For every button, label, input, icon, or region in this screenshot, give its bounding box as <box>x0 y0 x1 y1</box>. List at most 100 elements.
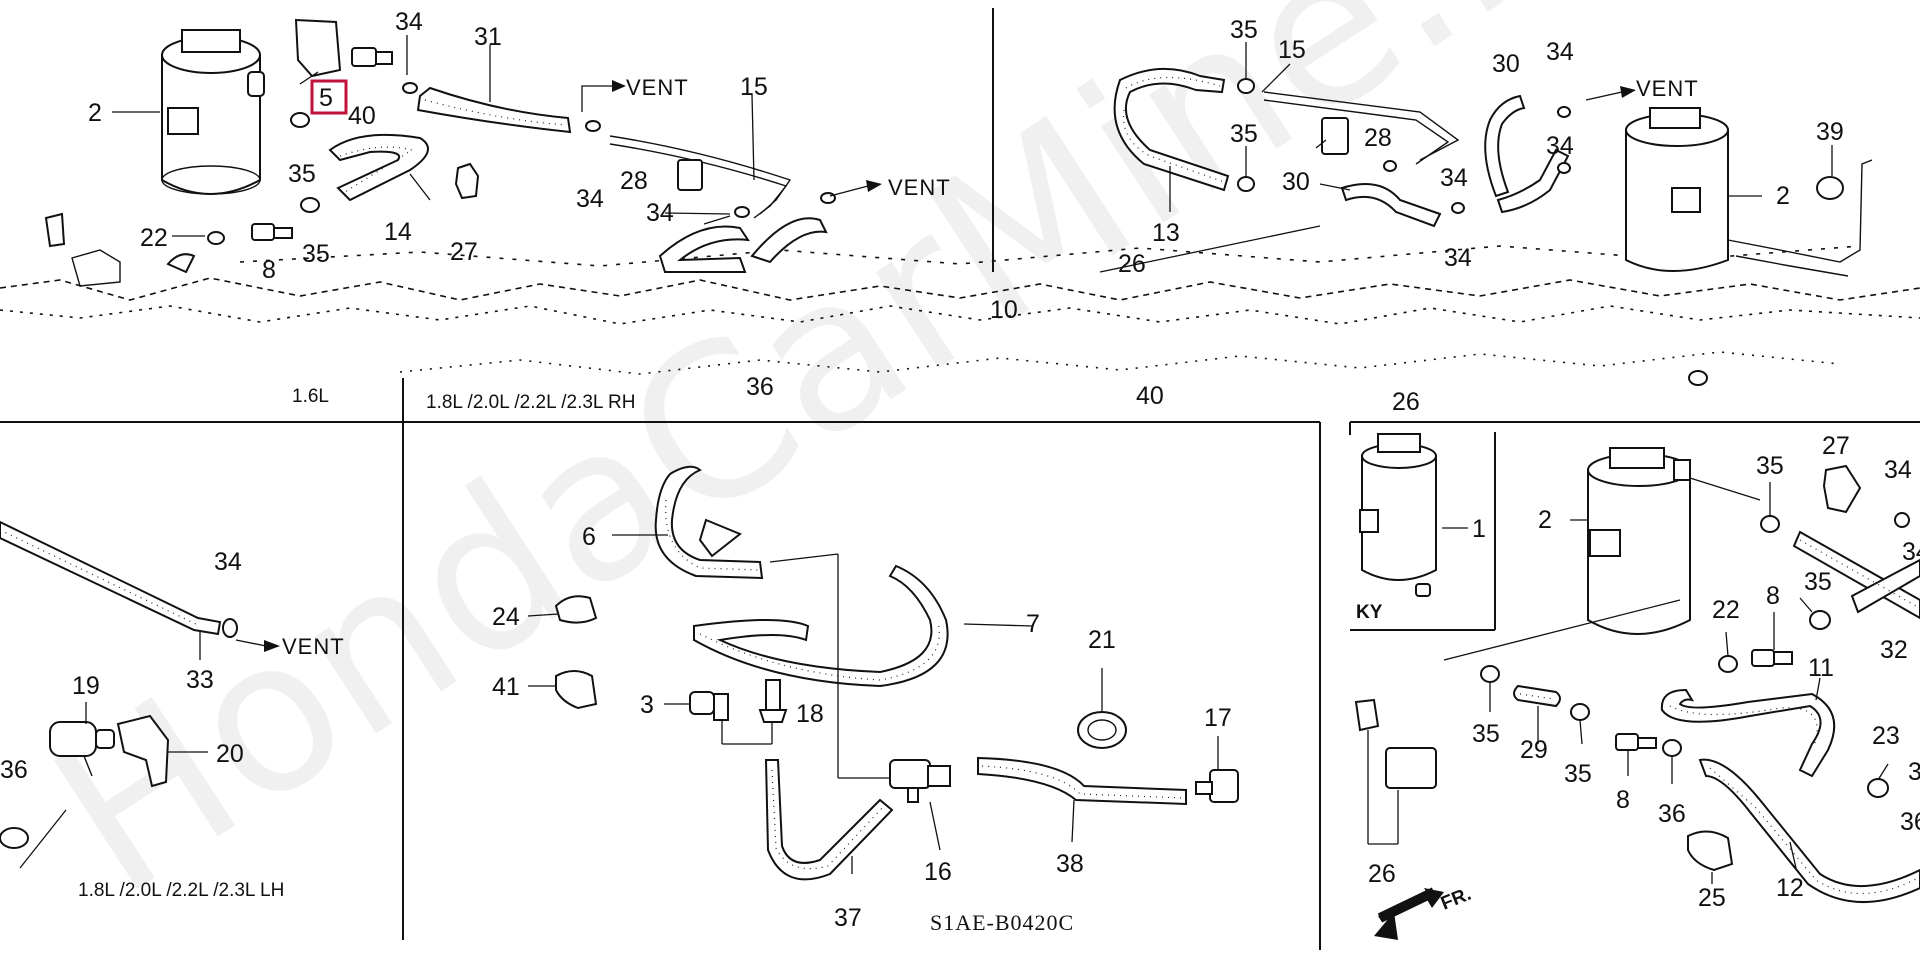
callout-35[interactable]: 35 <box>1230 16 1258 44</box>
fitting-3 <box>689 691 729 721</box>
callout-35[interactable]: 35 <box>302 240 330 268</box>
callout-32[interactable]: 32 <box>1908 758 1920 786</box>
callout-34[interactable]: 34 <box>1440 164 1468 192</box>
vent-arrow-2 <box>829 180 882 197</box>
callout-35[interactable]: 35 <box>288 160 316 188</box>
callout-34[interactable]: 34 <box>395 8 423 36</box>
callout-25[interactable]: 25 <box>1698 884 1726 912</box>
canister-1 <box>1359 433 1437 597</box>
callout-40[interactable]: 40 <box>1136 382 1164 410</box>
fitting-17 <box>1195 769 1239 803</box>
callout-34[interactable]: 34 <box>646 199 674 227</box>
canister-2-ky <box>1587 447 1691 635</box>
callout-30[interactable]: 30 <box>1282 168 1310 196</box>
leaders-center <box>527 534 1219 874</box>
callout-37[interactable]: 37 <box>834 904 862 932</box>
callout-10[interactable]: 10 <box>990 296 1018 324</box>
clamp-25 <box>1687 830 1734 872</box>
callout-34[interactable]: 34 <box>576 185 604 213</box>
filter-left <box>44 212 66 248</box>
callout-22[interactable]: 22 <box>140 224 168 252</box>
section-1-6l: 5 VENT VENT 2 34 31 15 40 35 14 27 28 34… <box>44 8 950 413</box>
callout-36[interactable]: 36 <box>1658 800 1686 828</box>
section-top-right: VENT 35 15 35 28 30 34 34 13 30 34 34 39… <box>990 16 1873 416</box>
bolt-40 <box>351 47 393 67</box>
callout-31[interactable]: 31 <box>474 23 502 51</box>
callout-35[interactable]: 35 <box>1564 760 1592 788</box>
clamps-top-right <box>1237 78 1708 386</box>
callout-11[interactable]: 11 <box>1808 654 1834 682</box>
tube-15 <box>609 135 792 215</box>
callout-34[interactable]: 34 <box>1444 244 1472 272</box>
callout-21[interactable]: 21 <box>1088 626 1116 654</box>
callout-36[interactable]: 36 <box>0 756 28 784</box>
hose-38 <box>977 756 1187 806</box>
callout-27[interactable]: 27 <box>1822 432 1850 460</box>
connector-28b <box>1321 117 1349 155</box>
callout-22[interactable]: 22 <box>1712 596 1740 624</box>
callout-35[interactable]: 35 <box>1230 120 1258 148</box>
callout-27[interactable]: 27 <box>450 238 478 266</box>
callout-7[interactable]: 7 <box>1026 610 1040 638</box>
callout-26[interactable]: 26 <box>1118 250 1146 278</box>
callout-15[interactable]: 15 <box>740 73 768 101</box>
callout-34[interactable]: 34 <box>214 548 242 576</box>
callout-3[interactable]: 3 <box>640 691 654 719</box>
callout-17[interactable]: 17 <box>1204 704 1232 732</box>
hose-29 <box>1513 684 1561 708</box>
hose-6 <box>654 465 764 580</box>
callout-2[interactable]: 2 <box>88 99 102 127</box>
callout-18[interactable]: 18 <box>796 700 824 728</box>
callout-36[interactable]: 36 <box>746 373 774 401</box>
callout-40[interactable]: 40 <box>348 102 376 130</box>
hose-group-10 <box>658 225 751 273</box>
callout-29[interactable]: 29 <box>1520 736 1548 764</box>
callout-32[interactable]: 32 <box>1880 636 1908 664</box>
callout-6[interactable]: 6 <box>582 523 596 551</box>
callout-14[interactable]: 14 <box>384 218 412 246</box>
callout-1[interactable]: 1 <box>1472 515 1486 543</box>
callout-28[interactable]: 28 <box>620 167 648 195</box>
callout-38[interactable]: 38 <box>1056 850 1084 878</box>
callout-35[interactable]: 35 <box>1804 568 1832 596</box>
callout-41[interactable]: 41 <box>492 673 520 701</box>
callout-28[interactable]: 28 <box>1364 124 1392 152</box>
callout-26[interactable]: 26 <box>1392 388 1420 416</box>
callout-19[interactable]: 19 <box>72 672 100 700</box>
section-lh: VENT 34 33 19 20 36 1.8L /2.0L /2.2L /2.… <box>0 520 344 901</box>
callout-2[interactable]: 2 <box>1538 506 1552 534</box>
vent-label-1: VENT <box>626 75 689 100</box>
valve-19 <box>49 721 115 777</box>
callout-34[interactable]: 34 <box>1902 538 1920 566</box>
callout-33[interactable]: 33 <box>186 666 214 694</box>
joint-8a <box>251 223 293 241</box>
clamp-36-lh <box>0 827 29 849</box>
callout-26[interactable]: 26 <box>1368 860 1396 888</box>
callout-8[interactable]: 8 <box>1766 582 1780 610</box>
callout-16[interactable]: 16 <box>924 858 952 886</box>
callout-8[interactable]: 8 <box>262 256 276 284</box>
callout-35[interactable]: 35 <box>1756 452 1784 480</box>
callout-30[interactable]: 30 <box>1492 50 1520 78</box>
callout-35[interactable]: 35 <box>1472 720 1500 748</box>
callout-15[interactable]: 15 <box>1278 36 1306 64</box>
callout-23[interactable]: 23 <box>1872 722 1900 750</box>
callout-39[interactable]: 39 <box>1816 118 1844 146</box>
callout-36[interactable]: 36 <box>1900 808 1920 836</box>
callout-13[interactable]: 13 <box>1152 219 1180 247</box>
callout-34[interactable]: 34 <box>1546 38 1574 66</box>
callout-34[interactable]: 34 <box>1546 132 1574 160</box>
callout-34[interactable]: 34 <box>1884 456 1912 484</box>
fitting-18 <box>758 679 788 723</box>
callout-5[interactable]: 5 <box>319 84 333 112</box>
callout-12[interactable]: 12 <box>1776 874 1804 902</box>
hose-31 <box>416 86 572 134</box>
callout-2[interactable]: 2 <box>1776 182 1790 210</box>
diagram-code: S1AE-B0420C <box>930 910 1074 935</box>
callout-24[interactable]: 24 <box>492 603 520 631</box>
leaders-lh <box>85 632 208 753</box>
hose-32b <box>1850 558 1920 614</box>
connector-28a <box>677 159 703 191</box>
callout-8[interactable]: 8 <box>1616 786 1630 814</box>
callout-20[interactable]: 20 <box>216 740 244 768</box>
